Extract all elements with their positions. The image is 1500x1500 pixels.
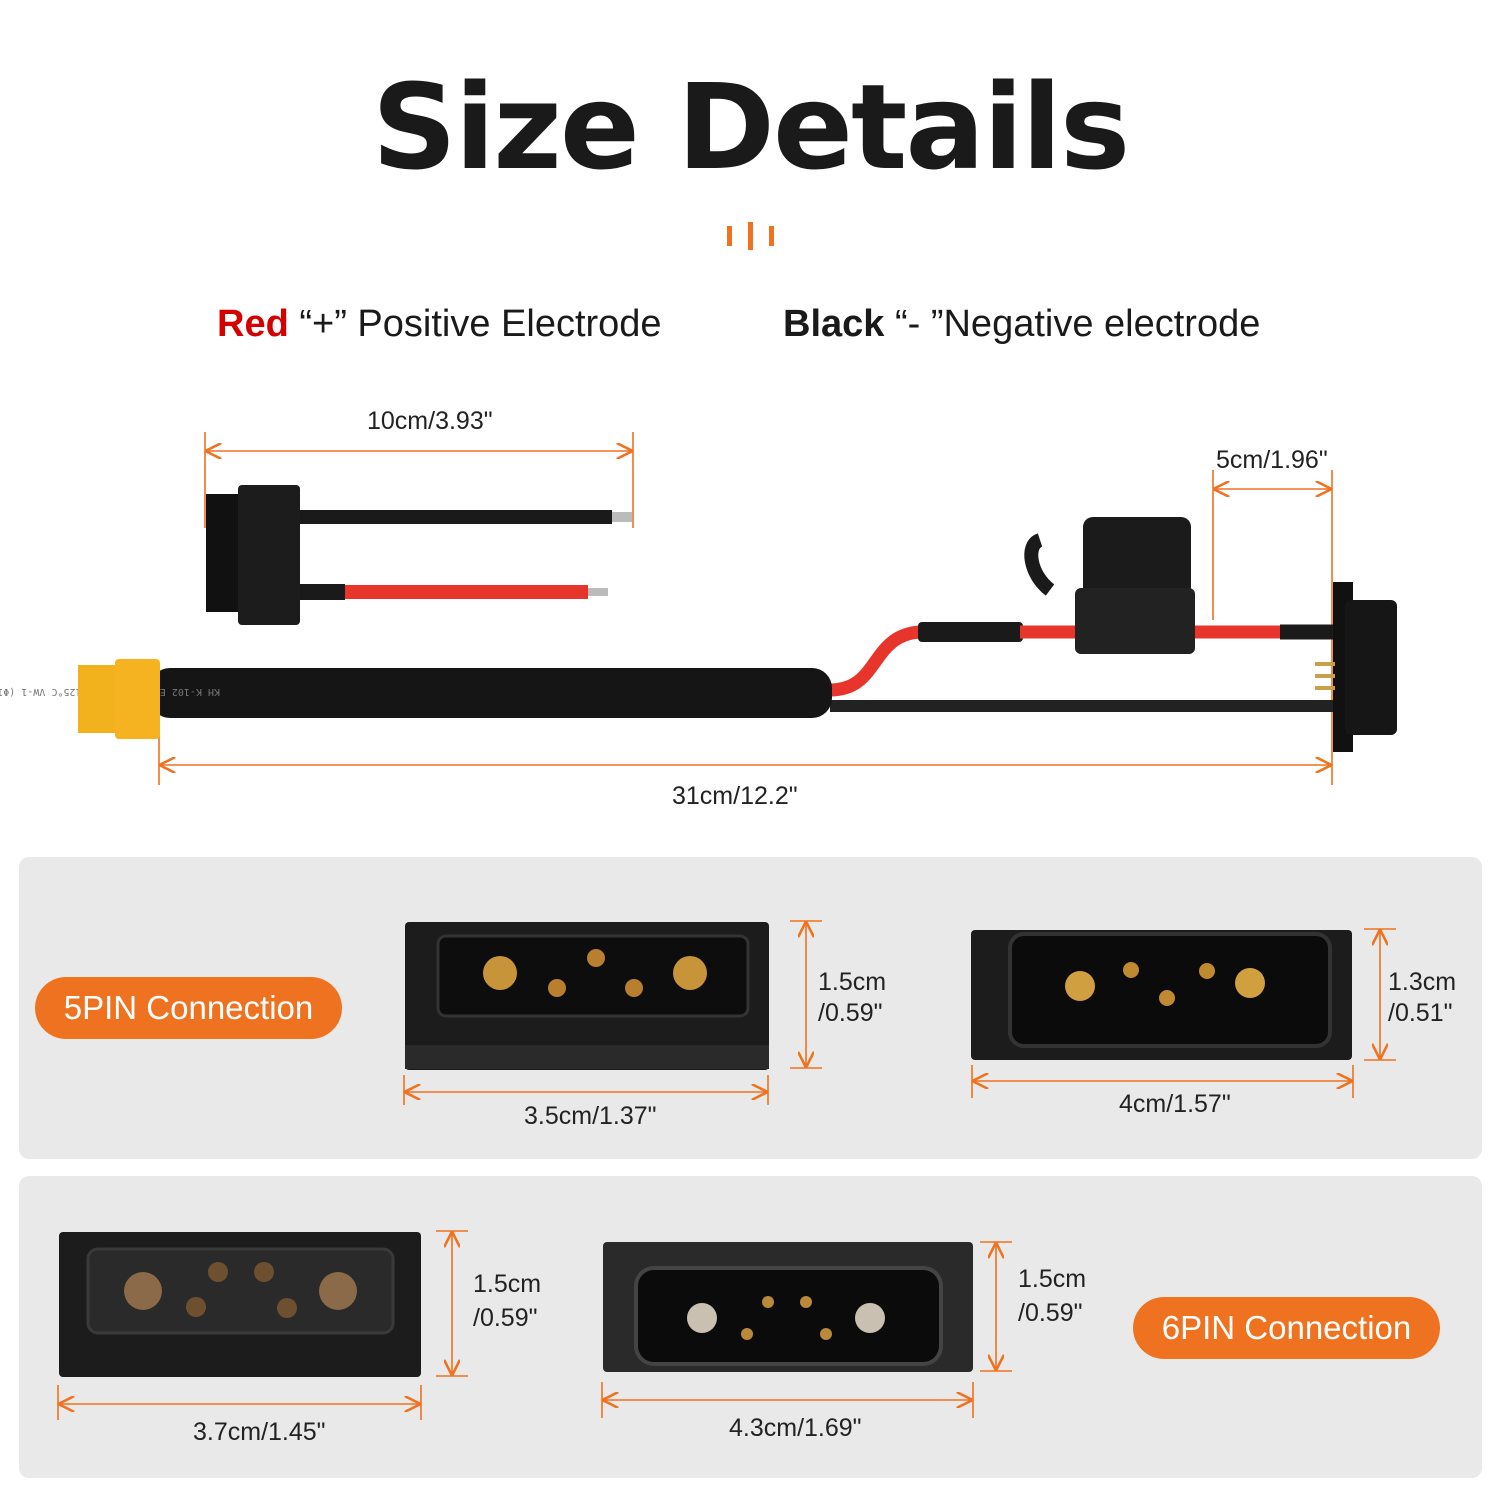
- positive-color-word: Red: [217, 303, 289, 345]
- positive-legend: Red “+” Positive Electrode: [217, 303, 662, 346]
- 6pin-b-width: 4.3cm/1.69": [729, 1414, 862, 1442]
- 5pin-connection-badge: 5PIN Connection: [35, 977, 342, 1039]
- 5pin-b-width: 4cm/1.57": [1119, 1090, 1231, 1118]
- 5pin-a-height-cm: 1.5cm: [818, 968, 887, 996]
- 6pin-a-height-cm: 1.5cm: [473, 1270, 542, 1298]
- page-title: Size Details: [371, 58, 1130, 196]
- dimension-lines: [57, 432, 1396, 1420]
- 5pin-a-width: 3.5cm/1.37": [524, 1102, 657, 1130]
- 6pin-a-width: 3.7cm/1.45": [193, 1418, 326, 1446]
- 6pin-b-height-in: /0.59": [1018, 1299, 1083, 1327]
- negative-text: “- ”Negative electrode: [894, 303, 1261, 345]
- 5pin-a-height-in: /0.59": [818, 999, 883, 1027]
- 6pin-a-height-in: /0.59": [473, 1304, 538, 1332]
- negative-legend: Black “- ”Negative electrode: [783, 303, 1260, 346]
- accent-bars: [727, 222, 774, 250]
- 6pin-connector-a: [59, 1232, 421, 1377]
- 5pin-b-height-in: /0.51": [1388, 999, 1453, 1027]
- negative-color-word: Black: [783, 303, 885, 345]
- fuse-length-label: 5cm/1.96": [1216, 446, 1328, 474]
- 5pin-connector-a: [405, 922, 769, 1070]
- total-length-label: 31cm/12.2": [672, 782, 798, 810]
- 5pin-connector-b: [971, 930, 1352, 1060]
- pigtail-length-label: 10cm/3.93": [367, 407, 493, 435]
- positive-text: “+” Positive Electrode: [299, 303, 662, 345]
- main-cable: KH K-102 E321827 cRUus 125°C VW-1 (Φ10) …: [0, 517, 1397, 752]
- 6pin-b-height-cm: 1.5cm: [1018, 1265, 1087, 1293]
- 5pin-b-height-cm: 1.3cm: [1388, 968, 1457, 996]
- pigtail-connector: [206, 485, 632, 625]
- 6pin-connector-b: [603, 1242, 973, 1372]
- 6pin-connection-badge: 6PIN Connection: [1133, 1297, 1440, 1359]
